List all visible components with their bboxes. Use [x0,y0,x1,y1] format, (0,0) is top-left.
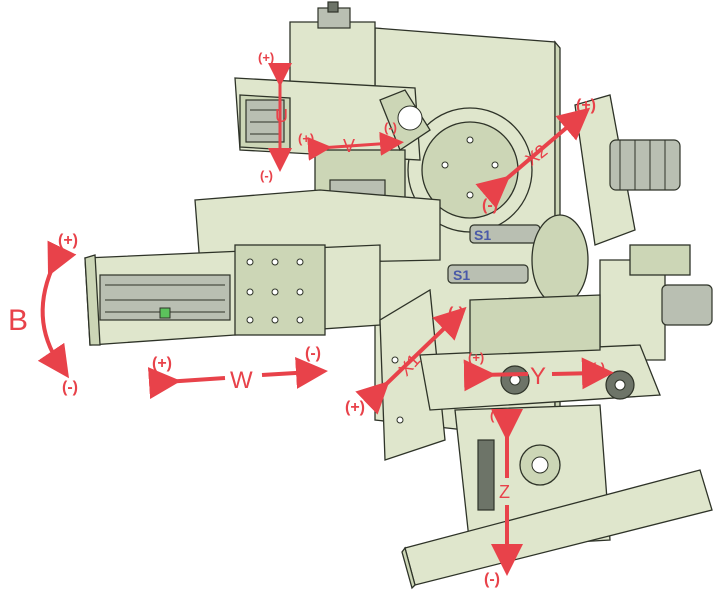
axis-v-label: V [343,136,355,156]
axis-v: (+) V (-) [298,120,404,161]
axis-v-minus: (-) [384,120,397,135]
axis-u-minus: (-) [260,168,273,183]
axis-b-plus: (+) [58,232,78,249]
axis-u: (+) U (-) [258,50,292,183]
spindle-label-upper: S1 [474,227,491,243]
axis-w: (+) W (-) [147,345,328,400]
axis-z-label: Z [499,482,510,502]
axis-u-plus: (+) [258,50,274,65]
axis-w-plus: (+) [152,355,172,372]
axis-z: (+) Z (-) [484,408,523,588]
machine-illustration [84,1,713,590]
axis-x2-plus: (+) [576,97,596,114]
axis-b: (+) B (-) [8,232,78,396]
axis-b-label: B [8,304,28,337]
axis-y-label: Y [530,363,546,390]
axis-w-minus: (-) [305,345,321,362]
axis-v-plus: (+) [298,131,314,146]
axis-x1-minus: (-) [448,305,464,322]
axis-y-plus: (+) [468,350,484,365]
spindle-label-lower: S1 [453,267,470,283]
axis-z-plus: (+) [490,408,506,423]
axis-z-minus: (-) [484,571,500,588]
axis-b-minus: (-) [62,379,78,396]
axis-w-label: W [230,367,253,394]
axis-x2-minus: (-) [482,197,498,214]
axis-y-minus: (-) [592,360,605,375]
axis-x1-plus: (+) [345,399,365,416]
axis-y: (+) Y (-) [463,350,614,392]
axis-u-label: U [275,106,288,126]
